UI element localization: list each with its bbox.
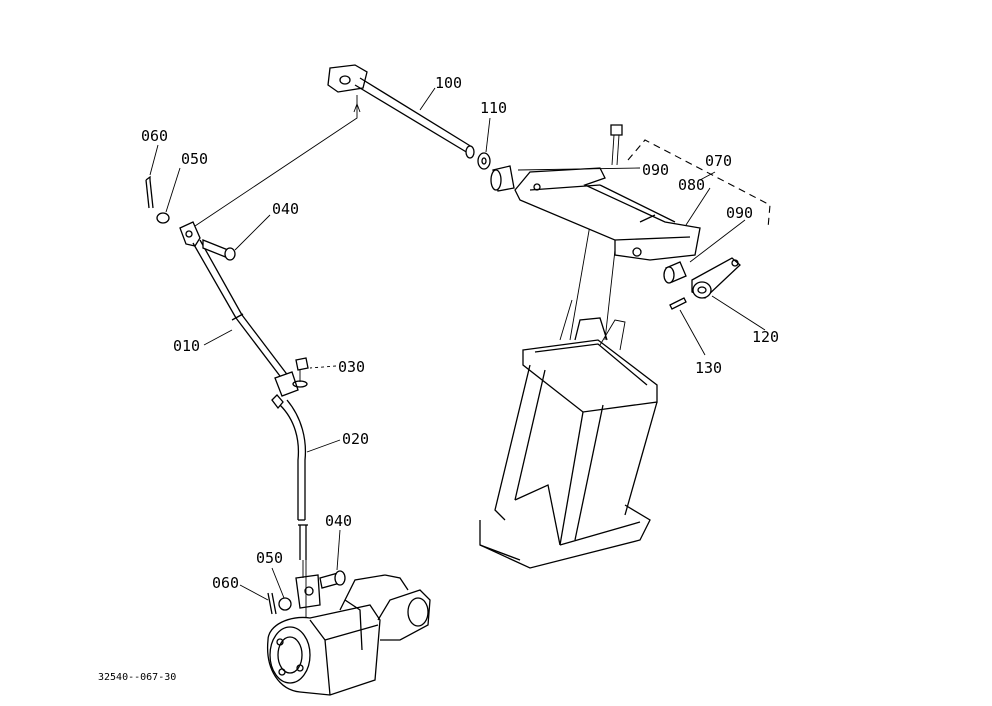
- bushing-090-right: [663, 261, 687, 284]
- label-110: 110: [480, 99, 507, 117]
- label-080: 080: [678, 176, 705, 194]
- washer-050-lower: [278, 597, 292, 611]
- rod-020: [271, 394, 308, 560]
- lever-120: [691, 257, 741, 299]
- cotter-pin-060-lower: [267, 592, 277, 615]
- label-090-lower: 090: [726, 204, 753, 222]
- label-050-lower: 050: [256, 549, 283, 567]
- label-010: 010: [173, 337, 200, 355]
- drawing-id: 32540--067-30: [98, 672, 176, 683]
- transmission-housing: [266, 560, 431, 696]
- rod-010: [179, 221, 299, 397]
- label-100: 100: [435, 74, 462, 92]
- label-020: 020: [342, 430, 369, 448]
- washer-110: [477, 152, 491, 170]
- washer-050-upper: [156, 212, 170, 224]
- label-130: 130: [695, 359, 722, 377]
- clevis-pin-040-lower: [319, 570, 346, 589]
- leader-lines: [149, 87, 766, 601]
- label-090-upper: 090: [642, 161, 669, 179]
- label-070: 070: [705, 152, 732, 170]
- label-030: 030: [338, 358, 365, 376]
- bolt-030: [292, 357, 309, 388]
- label-040-upper: 040: [272, 200, 299, 218]
- clevis-pin-040-upper: [202, 239, 236, 261]
- bushing-090-left: [490, 165, 515, 192]
- connection-arrow: [191, 95, 361, 229]
- pin-130: [669, 297, 687, 310]
- pedal-bracket-housing: [479, 224, 658, 569]
- cotter-pin-060-upper: [145, 175, 154, 209]
- rod-100: [327, 64, 475, 159]
- label-040-lower: 040: [325, 512, 352, 530]
- pedal-arm-080: [514, 167, 701, 261]
- assembly-outline-070: [627, 139, 771, 229]
- label-120: 120: [752, 328, 779, 346]
- clevis-lower: [295, 560, 321, 609]
- label-060-upper: 060: [141, 127, 168, 145]
- bolt-top: [610, 124, 623, 166]
- label-060-lower: 060: [212, 574, 239, 592]
- label-050-upper: 050: [181, 150, 208, 168]
